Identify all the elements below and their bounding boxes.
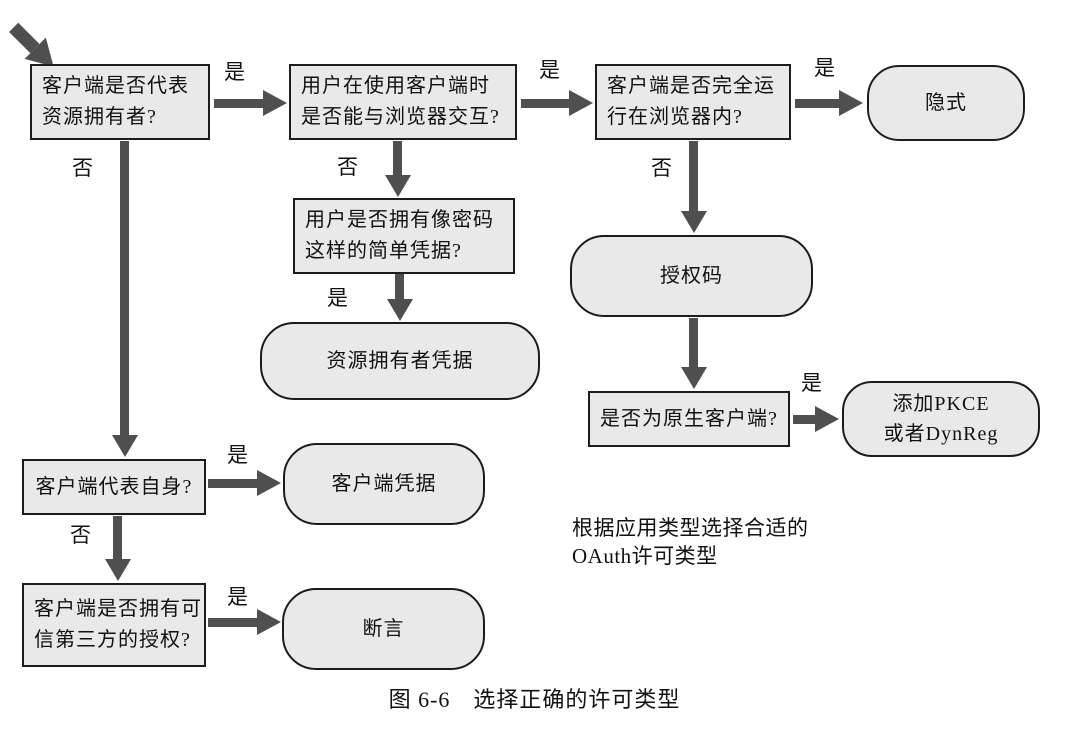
arrow-right-icon — [208, 609, 281, 635]
decision-text: 这样的简单凭据? — [305, 240, 462, 262]
decision-runs-entirely-in-browser: 客户端是否完全运 行在浏览器内? — [595, 64, 791, 140]
arrow-down-icon — [104, 516, 131, 581]
decision-text: 客户端是否拥有可 — [34, 598, 202, 620]
decision-user-browser-interaction: 用户在使用客户端时 是否能与浏览器交互? — [289, 64, 517, 140]
decision-text: 用户是否拥有像密码 — [305, 209, 494, 231]
edge-label-no: 否 — [72, 156, 93, 180]
annotation-line: 根据应用类型选择合适的 — [572, 516, 809, 540]
decision-text: 行在浏览器内? — [607, 106, 743, 128]
edge-label-yes: 是 — [224, 60, 245, 84]
arrow-right-icon — [793, 406, 839, 432]
terminal-authorization-code: 授权码 — [570, 235, 813, 317]
decision-text: 客户端是否代表 — [42, 75, 189, 97]
edge-label-no: 否 — [651, 156, 672, 180]
edge-label-yes: 是 — [227, 443, 248, 467]
terminal-text: 或者DynReg — [883, 423, 999, 445]
terminal-add-pkce-or-dynreg: 添加PKCE 或者DynReg — [842, 381, 1040, 457]
edge-label-no: 否 — [337, 155, 358, 179]
edge-label-no: 否 — [70, 523, 91, 547]
decision-text: 用户在使用客户端时 — [301, 75, 490, 97]
decision-trusted-third-party-authorization: 客户端是否拥有可 信第三方的授权? — [22, 583, 206, 667]
edge-label-yes: 是 — [814, 56, 835, 80]
terminal-assertion: 断言 — [282, 588, 485, 670]
terminal-implicit: 隐式 — [867, 65, 1025, 141]
decision-text: 客户端代表自身? — [35, 475, 193, 498]
edge-label-yes: 是 — [801, 371, 822, 395]
decision-text: 资源拥有者? — [42, 106, 157, 128]
figure-caption: 图 6-6 选择正确的许可类型 — [388, 687, 681, 712]
annotation-note: 根据应用类型选择合适的 OAuth许可类型 — [572, 514, 809, 570]
terminal-text: 资源拥有者凭据 — [326, 350, 474, 372]
arrow-right-icon — [208, 470, 281, 496]
terminal-text: 客户端凭据 — [331, 473, 437, 495]
decision-text: 客户端是否完全运 — [607, 75, 775, 97]
decision-user-has-simple-credentials: 用户是否拥有像密码 这样的简单凭据? — [293, 198, 515, 274]
terminal-text: 授权码 — [660, 265, 723, 287]
decision-text: 是否为原生客户端? — [600, 407, 778, 430]
arrow-down-icon — [111, 141, 138, 457]
arrow-down-icon — [680, 318, 707, 389]
edge-label-yes: 是 — [539, 58, 560, 82]
terminal-text: 添加PKCE — [892, 393, 990, 415]
decision-native-client: 是否为原生客户端? — [588, 391, 790, 447]
annotation-line: OAuth许可类型 — [572, 544, 718, 568]
arrow-right-icon — [214, 90, 287, 116]
arrow-down-icon — [386, 274, 413, 321]
arrow-right-icon — [795, 90, 863, 116]
decision-client-represents-owner: 客户端是否代表 资源拥有者? — [30, 64, 210, 140]
terminal-text: 隐式 — [925, 92, 967, 114]
terminal-text: 断言 — [362, 618, 405, 640]
decision-text: 信第三方的授权? — [34, 629, 191, 651]
decision-client-acts-for-itself: 客户端代表自身? — [22, 459, 206, 515]
decision-text: 是否能与浏览器交互? — [301, 106, 500, 128]
terminal-resource-owner-credentials: 资源拥有者凭据 — [260, 322, 540, 400]
edge-label-yes: 是 — [227, 585, 248, 609]
terminal-client-credentials: 客户端凭据 — [283, 443, 485, 525]
edge-label-yes: 是 — [327, 286, 348, 310]
arrow-down-icon — [384, 141, 411, 197]
arrow-right-icon — [521, 90, 593, 116]
arrow-down-icon — [680, 141, 707, 233]
